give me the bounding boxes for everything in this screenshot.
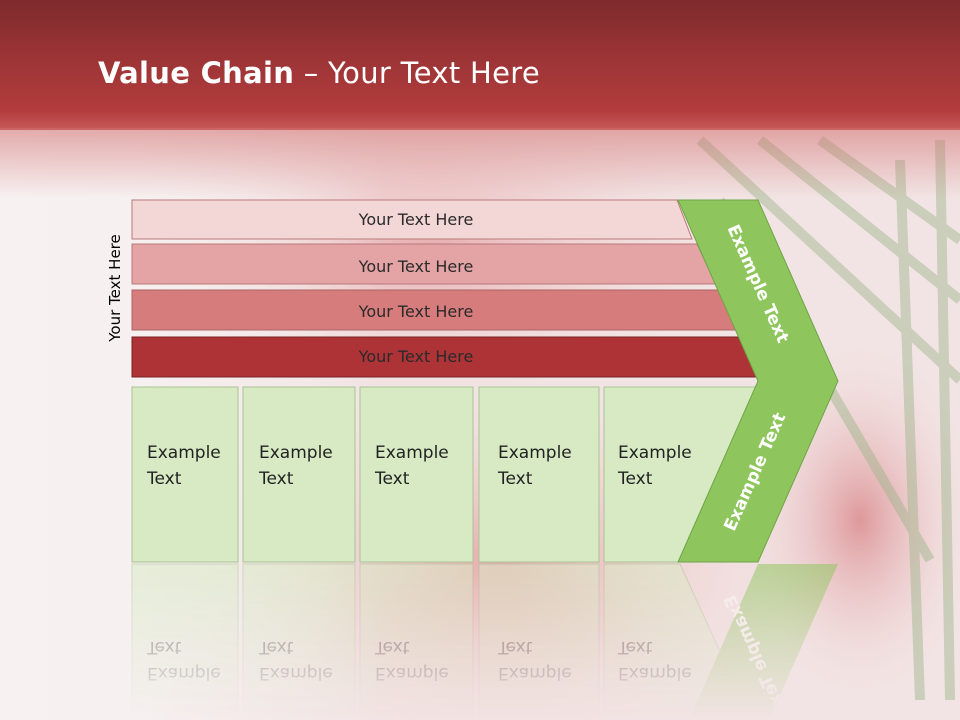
box-3-line2: Text (374, 469, 410, 489)
reflection-box-5-line2: Text (617, 637, 653, 657)
box-4-line1: Example (498, 443, 572, 463)
reflection-box-2 (242, 563, 356, 720)
activity-box-3[interactable] (359, 386, 474, 563)
reflection-box-1-line1: Example (147, 663, 221, 683)
activity-box-1[interactable] (131, 386, 239, 563)
reflection-box-3 (359, 563, 474, 720)
box-2-line1: Example (259, 443, 333, 463)
reflection-box-3-line2: Text (374, 637, 410, 657)
box-1-line2: Text (146, 469, 182, 489)
box-1-line1: Example (147, 443, 221, 463)
header-band (0, 0, 960, 130)
reflection-box-2-line1: Example (259, 663, 333, 683)
box-4-line2: Text (497, 469, 533, 489)
reflection-box-4-line2: Text (497, 637, 533, 657)
box-2-line2: Text (258, 469, 294, 489)
reflection-box-4-line1: Example (498, 663, 572, 683)
activity-box-2[interactable] (242, 386, 356, 563)
reflection-box-1-line2: Text (146, 637, 182, 657)
reflection-box-3-line1: Example (375, 663, 449, 683)
bar-4-label: Your Text Here (358, 347, 474, 366)
title-bold: Value Chain (98, 56, 295, 90)
reflection-box-4 (478, 563, 600, 720)
reflection-box-2-line2: Text (258, 637, 294, 657)
bar-1-label: Your Text Here (358, 210, 474, 229)
activity-box-4[interactable] (478, 386, 600, 563)
reflection-box-5-line1: Example (618, 663, 692, 683)
box-5-line2: Text (617, 469, 653, 489)
bar-3-label: Your Text Here (358, 302, 474, 321)
header-fade (0, 128, 960, 198)
margin-arrow[interactable] (677, 199, 839, 563)
box-5-line1: Example (618, 443, 692, 463)
reflection-arrow (689, 564, 838, 720)
bar-1[interactable] (131, 199, 693, 240)
activity-boxes: Example Text Example Text Example Text E… (131, 386, 761, 563)
reflection: Example Text Example Text Example Text E… (131, 563, 838, 720)
bar-2-label: Your Text Here (358, 257, 474, 276)
reflection-box-1 (131, 563, 239, 720)
box-3-line1: Example (375, 443, 449, 463)
page-title: Value Chain – Your Text Here (98, 56, 540, 90)
title-rest: – Your Text Here (294, 56, 540, 90)
